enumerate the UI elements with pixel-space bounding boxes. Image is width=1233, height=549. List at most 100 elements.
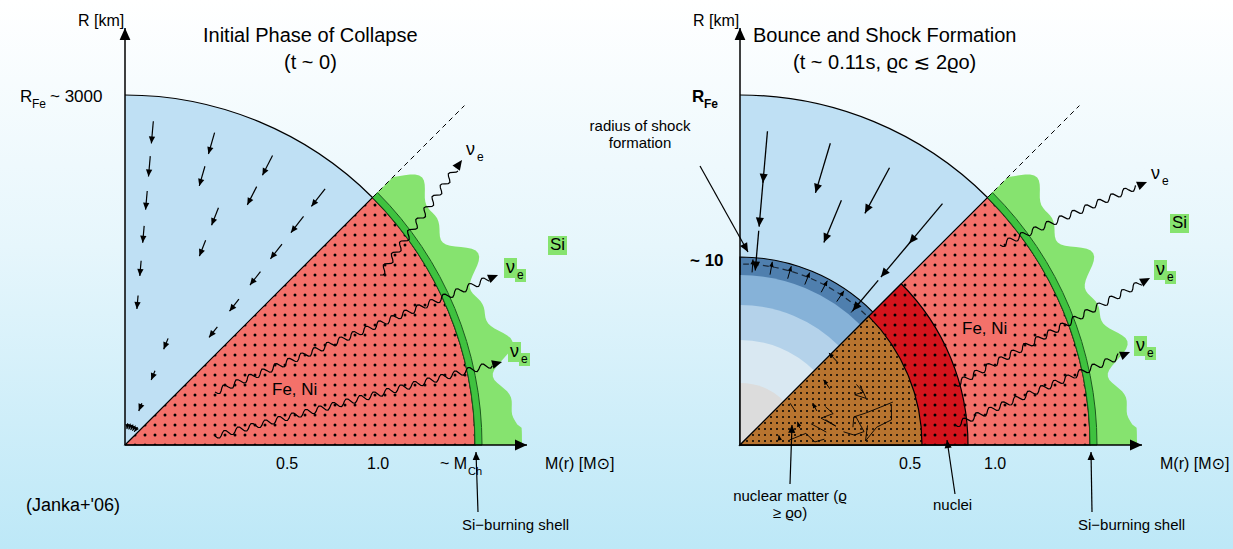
bounce-arrow xyxy=(821,281,827,292)
arrow-head xyxy=(750,259,754,264)
arrow-head xyxy=(839,291,844,296)
region-label: Fe, Ni xyxy=(960,320,1009,339)
arrow-head xyxy=(881,268,890,277)
nuclei-dots xyxy=(740,284,968,445)
leader-arrow xyxy=(700,166,748,252)
infall-arrow xyxy=(909,204,942,244)
callout-label: Si−burning shell xyxy=(462,517,569,534)
bounce-arrow xyxy=(851,303,859,313)
infall-arrow xyxy=(247,187,256,205)
arrow-head xyxy=(769,262,773,267)
m-axis xyxy=(125,444,527,446)
arrow-head xyxy=(823,281,827,286)
iron-core-boundary xyxy=(125,95,372,198)
nuclear-matter xyxy=(740,316,922,445)
arrow-head xyxy=(209,330,216,337)
arrow-head xyxy=(262,168,268,176)
neutrino-symbol: ν xyxy=(466,140,475,160)
axis-value: ~ 3000 xyxy=(50,88,102,107)
arrow-head xyxy=(473,452,480,460)
callout-label: Si−burning shell xyxy=(1078,517,1185,534)
neutrino-wave xyxy=(955,283,1142,387)
infall-arrow xyxy=(212,208,219,225)
arrow-head xyxy=(491,360,502,369)
tick-label: 1.0 xyxy=(984,455,1006,473)
subscript: e xyxy=(515,269,526,282)
bounce-arrow xyxy=(805,273,810,285)
infall-arrow xyxy=(824,200,842,242)
arrow-head xyxy=(1139,278,1150,287)
callout-label: nuclei xyxy=(933,497,972,514)
axis-label: M(r) [M⊙] xyxy=(545,455,614,473)
arrow-head xyxy=(855,303,860,308)
leader-arrow xyxy=(947,440,955,494)
subscript: e xyxy=(519,353,530,366)
arrow-head xyxy=(945,440,952,448)
arrow-head xyxy=(813,403,817,408)
arrow-head xyxy=(207,146,213,154)
infall-arrow xyxy=(230,299,239,311)
divider xyxy=(740,198,987,445)
subscript: Fe xyxy=(704,98,718,111)
arrow-head xyxy=(909,234,918,243)
arrow-head xyxy=(230,304,237,311)
shock-zigzag xyxy=(866,405,892,441)
arrow-head xyxy=(138,403,144,411)
axis-label: R xyxy=(20,88,32,107)
arrow-head xyxy=(146,169,152,176)
arrow-head xyxy=(1119,352,1130,360)
panel-title: Bounce and Shock Formation xyxy=(753,24,1017,46)
infall-arrow xyxy=(311,189,325,207)
r-axis xyxy=(124,28,126,445)
infall-arrow xyxy=(865,168,890,214)
infall-arrow xyxy=(262,155,272,175)
arrow-head xyxy=(788,425,795,433)
infall-arrow xyxy=(881,242,910,277)
bounce-arrow xyxy=(788,266,792,278)
arrow-head xyxy=(756,217,764,226)
arrow-head xyxy=(814,183,822,193)
axis-label: M(r) [M⊙] xyxy=(1160,455,1229,473)
region-label: Fe, Ni xyxy=(270,381,319,400)
leader-arrow xyxy=(476,452,478,512)
neutrino-symbol: ν xyxy=(1151,164,1160,184)
arrow-head xyxy=(735,28,746,40)
divider xyxy=(125,198,372,445)
si-burning-shell xyxy=(372,193,482,445)
shock-zigzag xyxy=(821,407,836,427)
arrow-head xyxy=(824,233,831,243)
neutrino-wave xyxy=(1000,185,1136,246)
arrow-head xyxy=(515,440,527,451)
subscript: e xyxy=(477,151,484,164)
axis-label: R xyxy=(692,88,704,107)
arrow-head xyxy=(198,178,204,186)
shock-zigzag xyxy=(789,433,824,442)
arrow-head xyxy=(140,236,146,243)
axis-label: R [km] xyxy=(78,12,124,30)
subscript: Ch xyxy=(468,465,482,477)
citation: (Janka+'06) xyxy=(26,496,120,516)
iron-core xyxy=(740,198,1090,445)
arrow-head xyxy=(151,372,157,380)
region-label: Si xyxy=(548,236,567,255)
arrow-head xyxy=(137,269,143,276)
divider-dashed xyxy=(372,106,464,198)
arrow-head xyxy=(291,225,298,232)
shock-radius xyxy=(743,264,866,315)
subscript: e xyxy=(1165,271,1176,284)
m-axis xyxy=(740,444,1142,446)
arrow-head xyxy=(487,275,498,283)
arrow-head xyxy=(788,266,792,271)
arrow-head xyxy=(311,199,318,206)
shock-zigzag xyxy=(853,402,893,427)
iron-core xyxy=(125,198,475,445)
infall-arrow xyxy=(199,240,205,256)
callout-label: nuclear matter (ϱ ≥ ϱo) xyxy=(732,488,848,521)
arrow-head xyxy=(149,136,155,143)
arrow-head xyxy=(143,202,149,209)
axis-label: R [km] xyxy=(693,12,739,30)
infall-arrow xyxy=(209,327,217,338)
panel-title: Initial Phase of Collapse xyxy=(203,24,418,46)
shock-zigzag xyxy=(790,403,795,410)
infall-arrow xyxy=(250,272,260,285)
